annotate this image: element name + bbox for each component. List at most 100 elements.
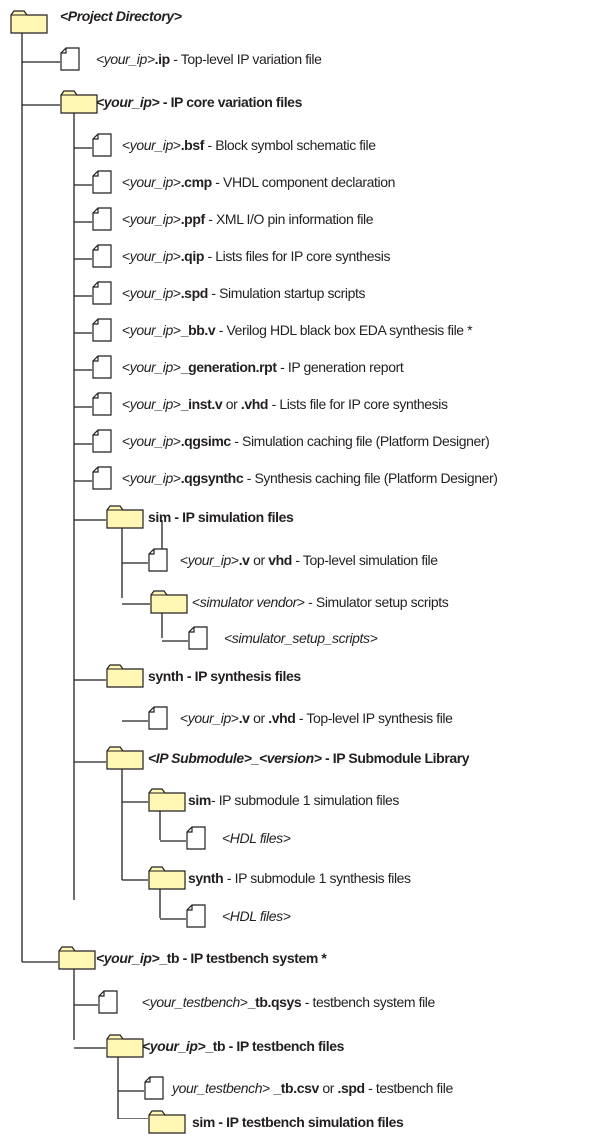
file-icon bbox=[92, 133, 112, 162]
label-part: your_testbench bbox=[149, 994, 241, 1010]
label-part: < bbox=[122, 433, 130, 449]
label-part: your_ip bbox=[129, 174, 174, 190]
label-part: < bbox=[192, 594, 200, 610]
label-part: _inst.v bbox=[180, 396, 223, 412]
label-part: > bbox=[172, 248, 181, 264]
label-part: simulator vendor bbox=[199, 594, 297, 610]
label-part: - IP generation report bbox=[276, 359, 404, 375]
label-part: - Verilog HDL black box EDA synthesis fi… bbox=[215, 322, 473, 338]
label-part: your_ip bbox=[187, 710, 232, 726]
label-part: .bsf bbox=[180, 137, 205, 153]
label-part: <your_ip> bbox=[96, 51, 155, 67]
label-part: > bbox=[262, 1080, 274, 1096]
label-part: or bbox=[249, 710, 269, 726]
label-part: your_ip bbox=[129, 211, 174, 227]
label-part: < bbox=[122, 211, 130, 227]
folder-icon bbox=[148, 788, 186, 817]
label-part: - Synthesis caching file (Platform Desig… bbox=[243, 470, 498, 486]
label-part: - Block symbol schematic file bbox=[203, 137, 376, 153]
folder-icon bbox=[60, 90, 98, 119]
file-icon bbox=[92, 207, 112, 236]
label-part: your_ip bbox=[129, 322, 174, 338]
file-label: <your_ip>.v or vhd - Top-level simulatio… bbox=[180, 550, 438, 570]
label-part: - IP core variation files bbox=[159, 94, 303, 110]
label-part: your_ip bbox=[187, 552, 232, 568]
label-part: - VHDL component declaration bbox=[211, 174, 395, 190]
label-part: - IP Submodule Library bbox=[321, 750, 470, 766]
label-part: .vhd bbox=[240, 396, 269, 412]
label-part: your_ip bbox=[129, 359, 174, 375]
folder-icon bbox=[106, 746, 144, 775]
label-part: - Simulation startup scripts bbox=[207, 285, 366, 301]
label-part: or bbox=[249, 552, 269, 568]
folder-icon bbox=[10, 10, 48, 39]
label-part: > bbox=[239, 994, 248, 1010]
label-part: _bb.v bbox=[180, 322, 216, 338]
folder-icon bbox=[106, 664, 144, 693]
label-part: <HDL files> bbox=[222, 908, 291, 924]
label-part: > bbox=[172, 285, 181, 301]
label-part: .ip bbox=[154, 51, 171, 67]
label-part: <your_ip> bbox=[96, 950, 160, 966]
folder-label: synth - IP synthesis files bbox=[148, 666, 301, 686]
label-part: <IP Submodule>_<version> bbox=[148, 750, 322, 766]
label-part: <your_ip> bbox=[142, 1038, 206, 1054]
folder-icon bbox=[148, 866, 186, 895]
file-icon bbox=[186, 826, 206, 855]
label-part: > bbox=[172, 359, 181, 375]
label-part: > bbox=[172, 211, 181, 227]
label-part: or bbox=[318, 1080, 338, 1096]
label-part: _generation.rpt bbox=[180, 359, 277, 375]
label-part: .spd bbox=[180, 285, 209, 301]
label-part: _tb.qsys bbox=[247, 994, 302, 1010]
file-icon bbox=[92, 466, 112, 495]
label-part: _tb.csv bbox=[273, 1080, 319, 1096]
folder-icon bbox=[148, 1110, 186, 1139]
file-label: <simulator_setup_scripts> bbox=[224, 628, 378, 648]
label-part: .spd bbox=[337, 1080, 366, 1096]
label-part: > bbox=[172, 322, 181, 338]
label-part: your_ip bbox=[129, 137, 174, 153]
file-icon bbox=[186, 904, 206, 933]
label-part: _tb - IP testbench system * bbox=[159, 950, 327, 966]
label-part: > bbox=[172, 174, 181, 190]
label-part: - Simulation caching file (Platform Desi… bbox=[230, 433, 490, 449]
folder-label: <simulator vendor> - Simulator setup scr… bbox=[192, 592, 449, 612]
label-part: your_ip bbox=[129, 248, 174, 264]
file-icon bbox=[188, 626, 208, 655]
file-icon bbox=[92, 244, 112, 273]
label-part: <HDL files> bbox=[222, 830, 291, 846]
label-part: - Lists files for IP core synthesis bbox=[203, 248, 391, 264]
label-part: your_testbench bbox=[172, 1080, 263, 1096]
label-part: <your_ip> bbox=[96, 94, 160, 110]
label-part: - XML I/O pin information file bbox=[204, 211, 374, 227]
file-icon bbox=[148, 706, 168, 735]
file-icon bbox=[92, 392, 112, 421]
label-part: <simulator_setup_scripts> bbox=[224, 630, 378, 646]
label-part: or bbox=[222, 396, 241, 412]
folder-label: synth - IP submodule 1 synthesis files bbox=[188, 868, 411, 888]
label-part: - Top-level IP variation file bbox=[169, 51, 322, 67]
file-icon bbox=[144, 1076, 164, 1105]
label-part: - Lists file for IP core synthesis bbox=[268, 396, 448, 412]
label-part: < bbox=[122, 396, 130, 412]
folder-label: sim - IP simulation files bbox=[148, 507, 294, 527]
label-part: > bbox=[230, 552, 239, 568]
folder-label: sim - IP testbench simulation files bbox=[192, 1112, 404, 1132]
folder-label: <your_ip>_tb - IP testbench system * bbox=[96, 948, 327, 968]
label-part: < bbox=[142, 994, 150, 1010]
folder-icon bbox=[106, 1034, 144, 1063]
label-part: .qgsimc bbox=[180, 433, 232, 449]
label-part: < bbox=[122, 322, 130, 338]
file-label: <your_ip>.qgsynthc - Synthesis caching f… bbox=[122, 468, 498, 488]
label-part: .vhd bbox=[268, 710, 296, 726]
label-part: < bbox=[122, 248, 130, 264]
root-label: <Project Directory> bbox=[60, 8, 182, 24]
label-part: - testbench file bbox=[364, 1080, 453, 1096]
label-part: .qgsynthc bbox=[180, 470, 244, 486]
file-icon bbox=[60, 47, 80, 76]
file-icon bbox=[92, 281, 112, 310]
label-part: > bbox=[172, 396, 181, 412]
folder-label: sim- IP submodule 1 simulation files bbox=[188, 790, 399, 810]
